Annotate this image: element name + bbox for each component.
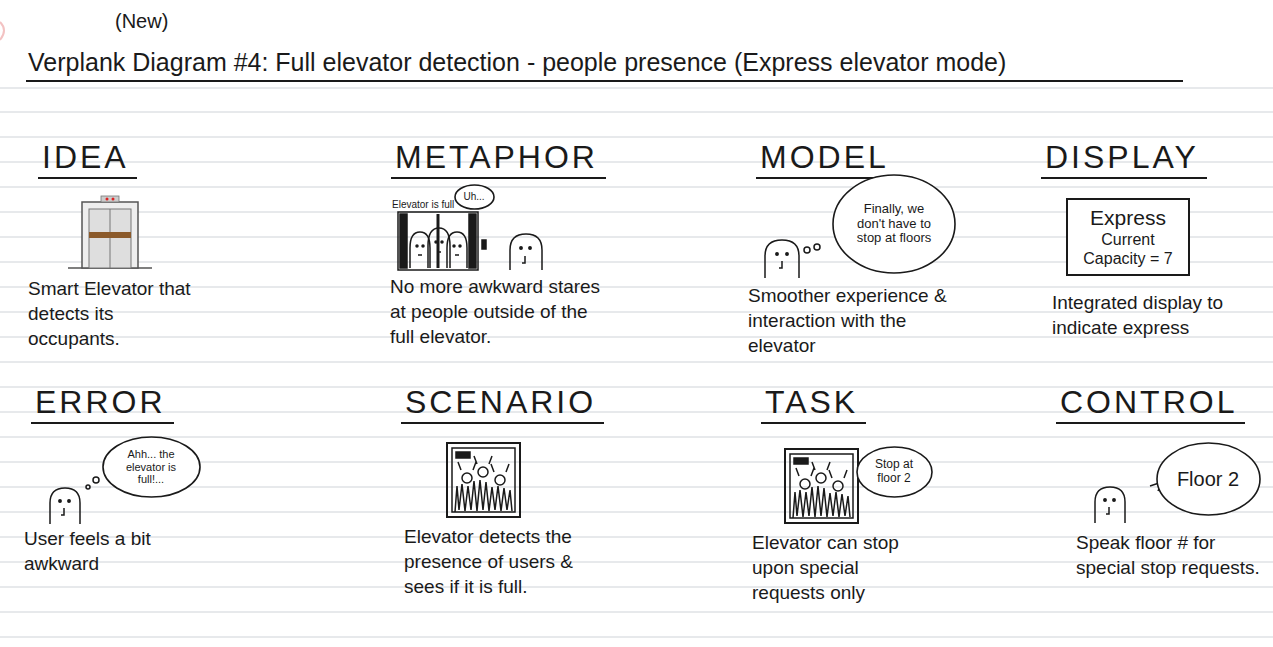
bubble-text-holder: Uh...	[460, 191, 489, 203]
bubble-text: Finally, we don't have to stop at floors	[850, 202, 939, 247]
display-heading: Express	[1076, 205, 1180, 230]
speech-bubble: Uh...	[454, 184, 495, 210]
bubble-ellipse	[103, 437, 200, 497]
bubble-text-holder: Floor 2	[1171, 468, 1246, 491]
display-box: ExpressCurrent Capacity = 7	[1066, 198, 1190, 276]
section-heading: DISPLAY	[1041, 140, 1207, 179]
caption-text: Speak floor # for special stop requests.	[1076, 530, 1261, 580]
bubble-text: Uh...	[460, 191, 489, 203]
caption-text: Elevator detects the presence of users &…	[404, 524, 589, 599]
caption-text: Smoother experience & interaction with t…	[748, 283, 960, 358]
person-sketch	[765, 240, 820, 278]
elevator-icon	[68, 196, 152, 268]
caption-text: Smart Elevator that detects its occupant…	[28, 276, 208, 351]
bubble-ellipse	[1157, 443, 1260, 515]
caption-text: Integrated display to indicate express	[1052, 290, 1264, 340]
speech-bubble: Floor 2	[1156, 442, 1261, 516]
note-label: Elevator is full	[392, 198, 454, 211]
section-heading: ERROR	[31, 385, 174, 424]
margin-mark	[0, 22, 4, 40]
crowded-elevator-sketch	[447, 443, 520, 517]
section-heading: METAPHOR	[391, 140, 606, 179]
person-sketch	[50, 477, 99, 524]
section-heading: IDEA	[38, 140, 137, 179]
diagram-title: Verplank Diagram #4: Full elevator detec…	[28, 46, 1006, 79]
bubble-text-holder: Stop at floor 2	[867, 458, 922, 486]
bubble-text-holder: Ahh... the elevator is full!...	[116, 448, 187, 486]
bubble-text: Stop at floor 2	[867, 458, 922, 486]
section-heading: MODEL	[756, 140, 897, 179]
bubble-text: Ahh... the elevator is full!...	[116, 448, 187, 486]
bubble-ellipse	[455, 185, 494, 209]
ruled-lines	[0, 88, 1273, 637]
caption-text: No more awkward stares at people outside…	[390, 274, 605, 349]
bubble-text-holder: Finally, we don't have to stop at floors	[850, 202, 939, 247]
title-underline	[26, 80, 1183, 82]
full-elevator-sketch	[398, 212, 542, 270]
caption-text: Elevator can stop upon special requests …	[752, 530, 917, 605]
person-sketch	[1095, 482, 1162, 523]
section-heading: TASK	[761, 385, 866, 424]
speech-bubble: Finally, we don't have to stop at floors	[832, 174, 956, 274]
bubble-ellipse	[857, 447, 932, 497]
display-text: Current Capacity = 7	[1076, 230, 1180, 268]
section-heading: SCENARIO	[401, 385, 604, 424]
section-heading: CONTROL	[1056, 385, 1245, 424]
note-label: (New)	[115, 8, 168, 34]
speech-bubble: Ahh... the elevator is full!...	[102, 436, 201, 498]
bubble-ellipse	[833, 175, 955, 273]
speech-bubble: Stop at floor 2	[856, 446, 933, 498]
caption-text: User feels a bit awkward	[24, 526, 204, 576]
bubble-text: Floor 2	[1171, 468, 1246, 491]
crowded-elevator-sketch	[785, 449, 858, 523]
